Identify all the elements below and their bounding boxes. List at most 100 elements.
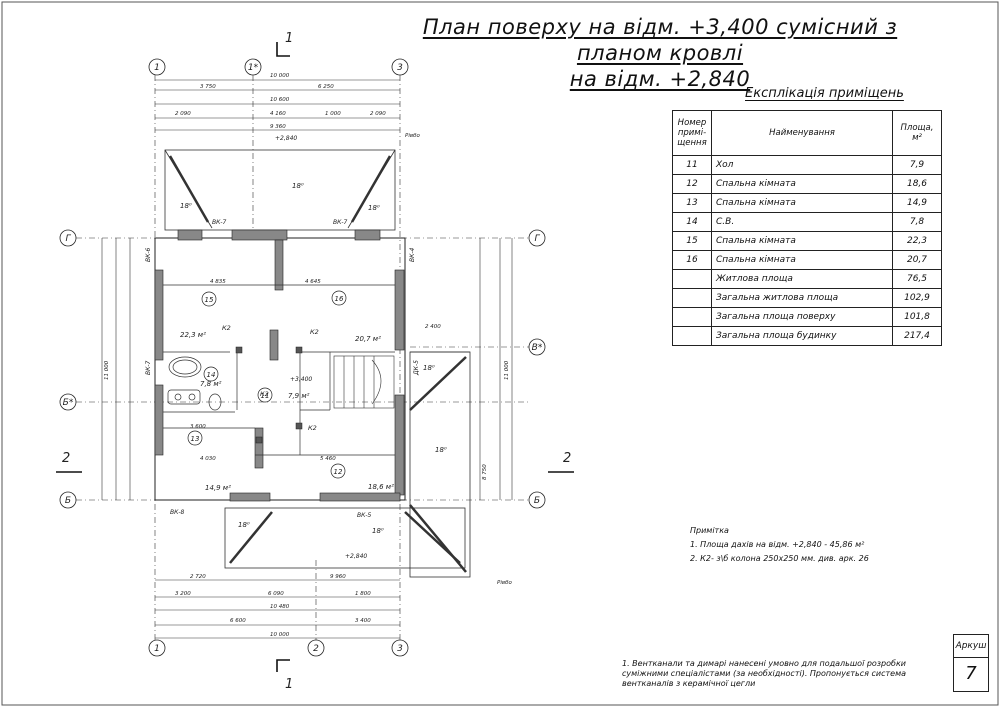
section-marks (56, 42, 574, 672)
vent-labels: ВК-7 ВК-7 ВК-6 ВК-7 ВК-8 ВК-5 ВК-4 ДК-5 (145, 219, 420, 519)
dim-top-2a: 3 750 (200, 84, 216, 90)
axis-v-right: В* (532, 343, 543, 353)
k2-label-3: К2 (260, 390, 269, 398)
dim-r16: 4 645 (305, 279, 321, 285)
ridge-top: Рівбо (405, 133, 420, 139)
vk-7-b: ВК-7 (333, 219, 348, 226)
room-12-area: 18,6 м² (368, 483, 394, 491)
footnote: 1. Вентканали та димарі нанесені умовно … (622, 659, 907, 688)
axis-b-left: Б (65, 496, 71, 506)
room-16-number: 16 (335, 295, 344, 303)
explication-table: Номер примі- щення Найменування Площа, м… (672, 110, 942, 346)
room-markers (187, 290, 347, 479)
dim-bot-4b: 3 400 (355, 618, 371, 624)
level-bottom: +2,840 (345, 553, 367, 560)
axis-1s-top: 1* (248, 63, 259, 73)
sheet-stamp: Аркуш 7 (953, 634, 989, 692)
dimension-labels: 10 000 3 750 6 250 10 600 2 090 4 160 1 … (104, 73, 510, 638)
level-stair: +3,400 (290, 376, 312, 383)
title-line-2: на відм. +2,840 (569, 67, 751, 91)
dim-in-1: 2 400 (425, 324, 441, 330)
notes-heading: Примітка (690, 526, 729, 535)
dim-top-4d: 2 090 (370, 111, 386, 117)
slope-3: 18⁰ (368, 204, 380, 212)
vk-4: ВК-4 (409, 247, 416, 262)
explication-title: Експлікація приміщень (745, 86, 904, 101)
columns (235, 346, 303, 444)
section-labels: 1 1 2 2 (62, 31, 571, 692)
dim-bot-2b: 6 090 (268, 591, 284, 597)
sheet-label: Аркуш (954, 635, 988, 658)
dim-bot-1b: 9 960 (330, 574, 346, 580)
column-labels: К2 К2 К2 К2 (222, 324, 319, 432)
room-14-number: 14 (207, 371, 216, 379)
vk-7-c: ВК-7 (145, 360, 152, 375)
axis-2-bottom: 2 (313, 644, 319, 654)
dim-top-1: 10 000 (270, 73, 290, 79)
ridge-bottom: Рівбо (497, 580, 512, 586)
dim-top-4a: 2 090 (175, 111, 191, 117)
sheet-number: 7 (965, 663, 977, 684)
room-area-labels: 22,3 м² 20,7 м² 7,8 м² 7,9 м² 14,9 м² 18… (180, 331, 394, 492)
dim-bot-2c: 1 800 (355, 591, 371, 597)
bath-fixtures (167, 356, 222, 411)
axis-b-right: Б (534, 496, 540, 506)
partitions (163, 284, 395, 456)
axis-3-bottom: 3 (397, 644, 403, 654)
notes-block: Примітка 1. Площа дахів на відм. +2,840 … (690, 524, 869, 566)
vk-7-a: ВК-7 (212, 219, 227, 226)
axis-g-right: Г (534, 234, 540, 244)
title-line-1: План поверху на відм. +3,400 сумісний з … (422, 15, 898, 65)
room-11-number: 11 (261, 392, 270, 400)
room-name: Загальна площа будинку (711, 326, 893, 346)
dim-right-1: 11 000 (504, 360, 510, 380)
level-labels: +2,840 +2,840 +3,400 (275, 135, 367, 560)
walls (154, 229, 406, 502)
k2-label-4: К2 (308, 424, 317, 432)
ridge-labels: Рівбо Рівбо (405, 133, 512, 586)
dim-in-4: 5 460 (320, 456, 336, 462)
notes-line-1: 1. Площа дахів на відм. +2,840 - 45,86 м… (690, 540, 865, 549)
room-area: 217,4 (892, 326, 942, 346)
section-left-label: 2 (62, 451, 70, 466)
axis-1-top: 1 (154, 63, 160, 73)
dim-top-4c: 1 000 (325, 111, 341, 117)
header-area: Площа, м² (892, 110, 942, 156)
dim-top-2b: 6 250 (318, 84, 334, 90)
slope-7: 18⁰ (372, 527, 384, 535)
room-13-number: 13 (191, 435, 200, 443)
vk-5: ВК-5 (357, 512, 372, 519)
header-name: Найменування (711, 110, 893, 156)
dim-bot-2a: 3 200 (175, 591, 191, 597)
room-12-number: 12 (334, 468, 343, 476)
axis-3-top: 3 (397, 63, 403, 73)
dim-top-5: 9 360 (270, 124, 286, 130)
dk-5: ДК-5 (413, 360, 420, 376)
room-15-area: 22,3 м² (180, 331, 206, 339)
room-number-labels: 15 16 14 11 13 12 (191, 295, 344, 476)
explication-header-row: Номер примі- щення Найменування Площа, м… (672, 110, 942, 156)
room-16-area: 20,7 м² (355, 335, 381, 343)
vk-6: ВК-6 (145, 247, 152, 262)
dim-top-3: 10 600 (270, 97, 290, 103)
k2-label-1: К2 (222, 324, 231, 332)
dim-top-4b: 4 160 (270, 111, 286, 117)
room-14-area: 7,8 м² (200, 380, 222, 388)
room-11-area: 7,9 м² (288, 392, 310, 400)
axis-bs-left: Б* (63, 398, 74, 408)
roof-top (164, 149, 396, 231)
room-13-area: 14,9 м² (205, 484, 231, 492)
dim-left-1: 11 000 (104, 360, 110, 380)
drawing-title: План поверху на відм. +3,400 сумісний з … (380, 14, 940, 92)
axis-markers (59, 58, 546, 657)
